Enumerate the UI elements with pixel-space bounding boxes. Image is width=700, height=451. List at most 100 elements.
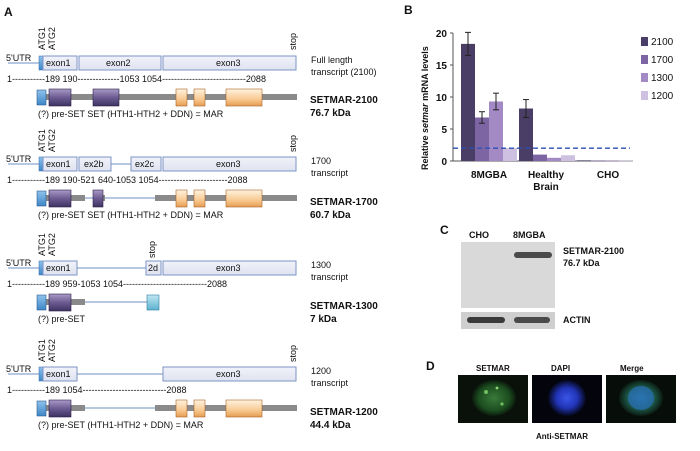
coords: 1-----------189 1054--------------------…: [7, 385, 186, 395]
stop-label: stop: [147, 241, 157, 258]
protein-size: 76.7 kDa: [310, 108, 351, 119]
exon3-label: exon3: [216, 58, 241, 68]
atg2-label: ATG2: [47, 129, 57, 152]
stop-label: stop: [288, 135, 298, 152]
atg2-label: ATG2: [47, 27, 57, 50]
lane-cho-label: CHO: [469, 230, 489, 240]
desc-line1: 1700: [311, 156, 331, 166]
bar-1700-0: [475, 117, 489, 161]
protein-size: 44.4 kDa: [310, 420, 351, 431]
panel-a-label: A: [4, 5, 13, 19]
setmar-band: [514, 252, 552, 258]
band-label-name: SETMAR-2100: [563, 246, 624, 256]
desc-line2: transcript: [311, 272, 349, 282]
atg2-label: ATG2: [47, 339, 57, 362]
bar-1300-0: [489, 101, 503, 161]
legend-label: 1700: [651, 55, 674, 66]
western-blot: CHO 8MGBA SETMAR-2100 76.7 kDa ACTIN: [461, 230, 624, 329]
legend-swatch: [641, 73, 648, 82]
exon1-label: exon1: [46, 159, 71, 169]
desc-line1: 1200: [311, 366, 331, 376]
category-label: Healthy: [528, 170, 565, 181]
bar-1200-0: [503, 148, 517, 161]
panel-d-label: D: [426, 359, 435, 373]
ex2b-label: ex2b: [84, 159, 104, 169]
legend-label: 2100: [651, 37, 674, 48]
desc-line2: transcript (2100): [311, 67, 377, 77]
desc-line1: Full length: [311, 55, 353, 65]
desc-line2: transcript: [311, 378, 349, 388]
protein-name: SETMAR-1700: [310, 197, 378, 208]
micro-label-dapi: DAPI: [551, 364, 570, 373]
exon2-box: [78, 55, 162, 71]
atg1-label: ATG1: [37, 233, 47, 256]
actin-band-8mgba: [514, 317, 550, 323]
protein-name: SETMAR-1300: [310, 301, 378, 312]
legend-swatch: [641, 37, 648, 46]
protein-size: 7 kDa: [310, 314, 337, 325]
utr-label: 5'UTR: [6, 154, 32, 164]
utr-label: 5'UTR: [6, 258, 32, 268]
bar-1200-1: [561, 155, 575, 161]
atg1-label: ATG1: [37, 339, 47, 362]
protein-domains: (?) pre-SET SET (HTH1-HTH2 + DDN) = MAR: [38, 109, 224, 119]
legend-label: 1300: [651, 73, 674, 84]
microscopy: SETMAR DAPI Merge Anti-SETMAR: [458, 364, 676, 441]
atg1-label: ATG1: [37, 129, 47, 152]
protein-size: 60.7 kDa: [310, 210, 351, 221]
actin-label: ACTIN: [563, 315, 591, 325]
ex2c-label: ex2c: [135, 159, 155, 169]
atg1-label: ATG1: [37, 27, 47, 50]
desc-line2: transcript: [311, 168, 349, 178]
atg2-label: ATG2: [47, 233, 57, 256]
actin-membrane: [461, 312, 555, 329]
coords: 1-----------189 190--------------1053 10…: [7, 74, 266, 84]
coords: 1-----------189 959-1053 1054-----------…: [7, 279, 227, 289]
transcript-2100: 5'UTR ATG1 ATG2 stop exon1 exon2 exon3 1…: [6, 27, 378, 119]
legend-swatch: [641, 55, 648, 64]
ex2d-label: 2d: [148, 263, 158, 273]
transcript-1300: 5'UTR ATG1 ATG2 stop exon1 2d exon3 1---…: [6, 233, 378, 325]
blot-membrane: [461, 242, 555, 308]
exon3-box: [162, 55, 297, 71]
transcript-1700: 5'UTR ATG1 ATG2 stop exon1 ex2b ex2c exo…: [6, 129, 378, 221]
bar-1700-2: [591, 160, 605, 162]
exon3-label: exon3: [216, 369, 241, 379]
lane-8mgba-label: 8MGBA: [513, 230, 546, 240]
protein-domains: (?) pre-SET (HTH1-HTH2 + DDN) = MAR: [38, 420, 204, 430]
bar-1300-1: [547, 157, 561, 161]
transcript-1200: 5'UTR ATG1 ATG2 stop exon1 exon3 1------…: [6, 339, 378, 431]
bar-1700-1: [533, 154, 547, 161]
exon1-label: exon1: [46, 369, 71, 379]
protein-name: SETMAR-1200: [310, 407, 378, 418]
category-label: 8MGBA: [471, 170, 507, 181]
micro-label-merge: Merge: [620, 364, 644, 373]
exon1-box: [42, 55, 78, 71]
actin-band-cho: [467, 317, 505, 323]
stop-label: stop: [288, 33, 298, 50]
coords: 1-----------189 190-521 640-1053 1054---…: [7, 175, 248, 185]
micro-label-setmar: SETMAR: [476, 364, 510, 373]
utr-label: 5'UTR: [6, 364, 32, 374]
exon2-label: exon2: [106, 58, 131, 68]
micro-caption: Anti-SETMAR: [536, 432, 588, 441]
y-tick-label: 15: [436, 61, 448, 72]
y-tick-label: 5: [441, 125, 447, 136]
y-axis-title: Relative setmar mRNA levels: [420, 46, 430, 170]
desc-line1: 1300: [311, 260, 331, 270]
y-tick-label: 20: [436, 29, 448, 40]
category-label: CHO: [597, 170, 619, 181]
bar-1300-2: [605, 160, 619, 162]
legend-label: 1200: [651, 91, 674, 102]
exon3-label: exon3: [216, 159, 241, 169]
category-label: Brain: [533, 182, 559, 193]
panel-b-label: B: [404, 3, 413, 17]
exon1-label: exon1: [46, 58, 71, 68]
panel-c-label: C: [440, 223, 449, 237]
bar-1200-2: [619, 160, 633, 162]
protein-domains: (?) pre-SET: [38, 314, 86, 324]
protein-name: SETMAR-2100: [310, 95, 378, 106]
bar-2100-0: [461, 43, 475, 161]
